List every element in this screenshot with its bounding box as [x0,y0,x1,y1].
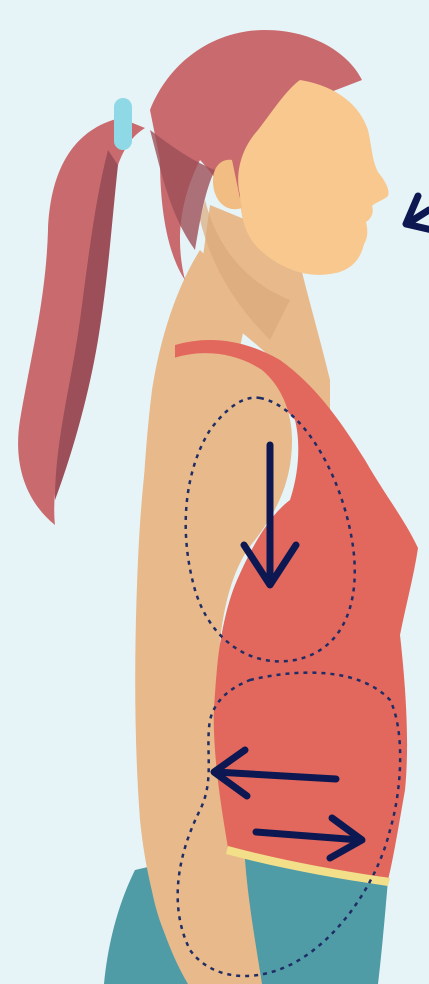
hair-tie [114,98,132,150]
